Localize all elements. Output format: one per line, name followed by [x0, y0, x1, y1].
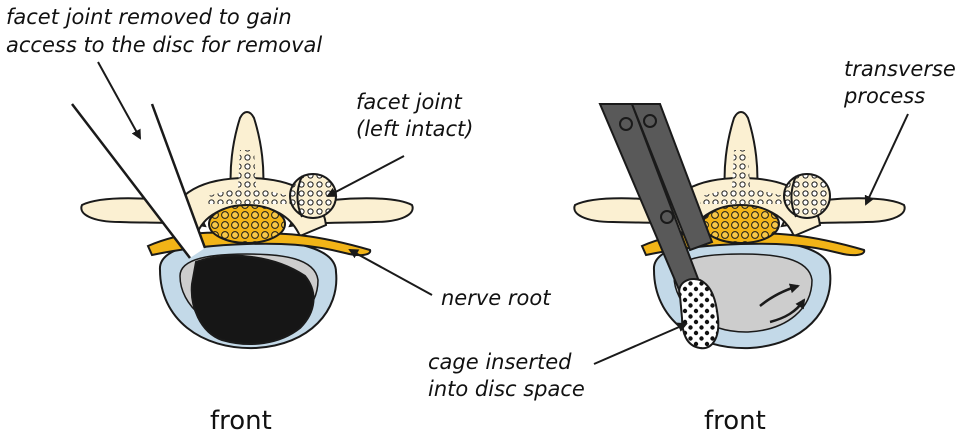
label-nerve-root: nerve root [441, 286, 551, 310]
caption-right: front [704, 406, 766, 436]
label-facet-removed-line1: facet joint removed to gain [6, 5, 292, 29]
transverse-pointer [866, 114, 908, 204]
instrument-pivot-top [620, 118, 632, 130]
caption-left: front [210, 406, 272, 436]
label-facet-intact-line1: facet joint [356, 90, 462, 114]
label-cage-line1: cage inserted [428, 350, 572, 374]
left-bone-dots [206, 150, 292, 204]
right-facet-joint [784, 174, 830, 218]
right-spinal-cord [703, 205, 779, 243]
facet-intact-pointer [328, 156, 404, 196]
instrument-pivot-mid [644, 115, 656, 127]
nerve-root-pointer [350, 250, 432, 295]
right-vertebra [574, 104, 904, 348]
label-facet-intact-line2: (left intact) [356, 117, 473, 141]
label-cage-line2: into disc space [428, 377, 585, 401]
label-facet-removed-line2: access to the disc for removal [6, 33, 322, 57]
label-transverse-line1: transverse [844, 57, 956, 81]
left-access-corridor [72, 104, 205, 258]
left-spinal-cord [209, 205, 285, 243]
cage-pointer [594, 324, 686, 364]
right-bone-dots [700, 150, 786, 204]
instrument-pivot-lower [661, 211, 673, 223]
label-transverse-line2: process [843, 84, 925, 108]
